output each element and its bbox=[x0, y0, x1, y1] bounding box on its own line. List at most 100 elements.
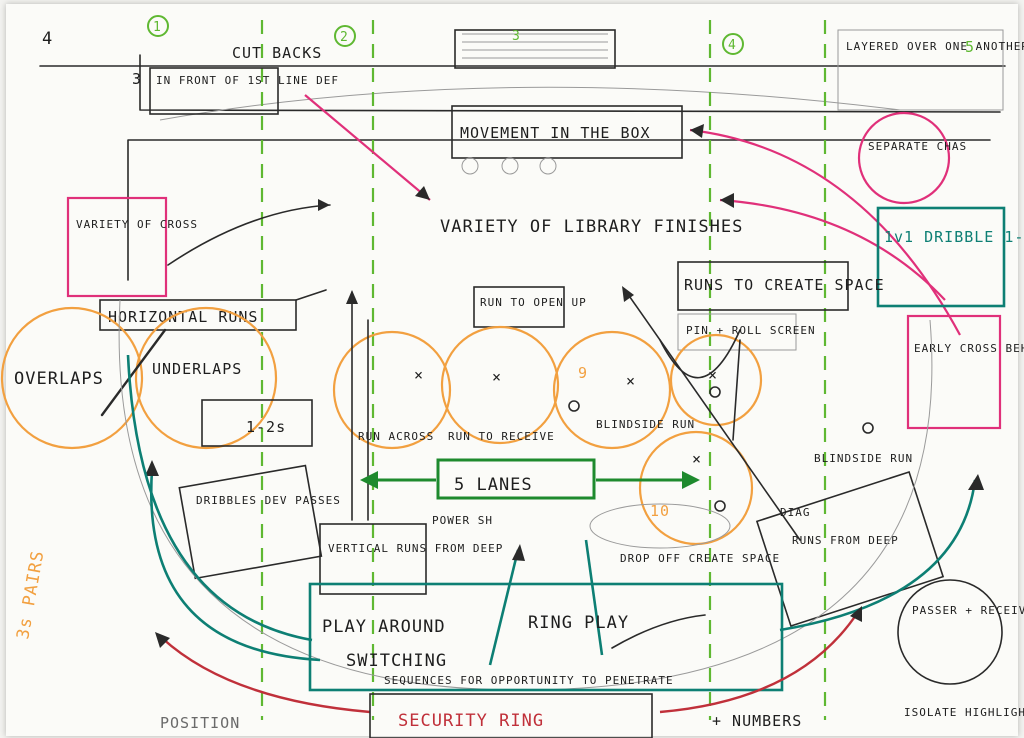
box-line bbox=[139, 54, 1001, 113]
drop-off-label: DROP OFF CREATE SPACE bbox=[620, 552, 780, 565]
cross-stroke bbox=[100, 328, 167, 417]
cut-backs-label: CUT BACKS bbox=[232, 44, 322, 62]
drop-off-scribble bbox=[589, 503, 731, 549]
security-ring-label: SECURITY RING bbox=[398, 711, 544, 731]
vertical-runs-label: VERTICAL RUNS FROM DEEP bbox=[328, 542, 503, 555]
one-twos-box bbox=[201, 399, 313, 447]
marker-4: 4 bbox=[42, 29, 53, 49]
power-sh-label: POWER SH bbox=[432, 514, 493, 527]
zone-number-4: 4 bbox=[728, 38, 737, 53]
security-ring-box bbox=[369, 693, 653, 738]
six-yard-line bbox=[127, 139, 991, 281]
pin-roll-label: PIN + ROLL SCREEN bbox=[686, 324, 816, 337]
marker-3: 3 bbox=[132, 70, 142, 88]
one-v-one-label: 1v1 DRIBBLE 1-2s ONWARD bbox=[884, 228, 1024, 246]
zone-marker-2 bbox=[334, 25, 356, 47]
horizontal-runs-box bbox=[99, 299, 297, 331]
diagonal-run-arrow bbox=[624, 289, 801, 541]
run-receive-label: RUN TO RECEIVE bbox=[448, 430, 555, 443]
movement-label: MOVEMENT IN THE BOX bbox=[460, 124, 651, 142]
zone-number-3: 3 bbox=[512, 29, 521, 44]
arrow-head bbox=[145, 460, 159, 476]
player-marker: × bbox=[626, 372, 636, 390]
passer-receiver-circle bbox=[897, 579, 1003, 685]
striker-circle bbox=[669, 333, 763, 427]
variety-finishes-label: VARIETY OF LIBRARY FINISHES bbox=[440, 217, 743, 237]
teal-arrow-up bbox=[488, 549, 520, 666]
arrow-head bbox=[512, 544, 525, 561]
blindside-circle-label: BLINDSIDE RUN bbox=[596, 418, 695, 431]
arrow-head bbox=[850, 606, 862, 622]
variety-cross-label: VARIETY OF CROSS bbox=[76, 218, 198, 231]
layered-box bbox=[837, 29, 1004, 111]
run-receive-circle bbox=[440, 325, 560, 445]
numbers-label: + NUMBERS bbox=[712, 712, 802, 730]
blindside-circle bbox=[552, 330, 672, 450]
ball-sketch bbox=[501, 157, 519, 175]
ball bbox=[862, 422, 874, 434]
threes-pairs-label: 3s PAIRS bbox=[13, 549, 48, 641]
arrow-head bbox=[360, 471, 378, 489]
dribbles-label: DRIBBLES DEV PASSES bbox=[196, 494, 341, 507]
diag-label: DIAG bbox=[780, 506, 811, 519]
runs-create-space-box bbox=[677, 261, 849, 311]
arrow-head bbox=[346, 290, 358, 304]
zone-marker-4 bbox=[722, 33, 744, 55]
run-across-label: RUN ACROSS bbox=[358, 430, 434, 443]
ball bbox=[568, 400, 580, 412]
player-marker: × bbox=[492, 368, 502, 386]
number-9: 9 bbox=[578, 364, 588, 382]
cross-arrow bbox=[167, 204, 331, 266]
curved-run-arrow bbox=[659, 329, 741, 379]
play-around-box bbox=[308, 582, 784, 692]
red-arrow-left bbox=[161, 637, 371, 714]
teal-arc-right bbox=[779, 479, 977, 632]
vertical-runs-box bbox=[319, 523, 427, 595]
number-10: 10 bbox=[650, 502, 670, 520]
pink-arrow-early-cross bbox=[689, 128, 961, 336]
zone-number-5: 5 bbox=[965, 38, 975, 56]
teal-arrow-up-2 bbox=[584, 539, 604, 656]
teal-arc-left bbox=[149, 469, 321, 662]
player-marker: × bbox=[708, 366, 718, 384]
one-twos-label: 1-2s bbox=[246, 418, 286, 436]
arrow-head bbox=[720, 193, 734, 208]
switching-label: SWITCHING bbox=[346, 651, 447, 671]
player-marker: × bbox=[692, 450, 702, 468]
passer-receiver-label: PASSER + RECEIVER 2v1 bbox=[912, 604, 1024, 617]
run-open-up-box bbox=[473, 286, 565, 328]
in-front-label: IN FRONT OF 1ST LINE DEF bbox=[156, 74, 339, 87]
dribbles-box bbox=[178, 464, 323, 580]
separate-chas-circle bbox=[857, 111, 951, 205]
ten-circle bbox=[638, 430, 754, 546]
early-cross-label: EARLY CROSS BEHIND DEF bbox=[914, 342, 1024, 355]
arc-sketch bbox=[159, 86, 901, 121]
ball bbox=[709, 386, 721, 398]
pink-arrow-1v1 bbox=[719, 198, 946, 301]
zone-marker-1 bbox=[147, 15, 169, 37]
one-v-one-box bbox=[876, 206, 1006, 308]
blindside-run-label: BLINDSIDE RUN bbox=[814, 452, 913, 465]
goal bbox=[454, 29, 616, 69]
overlaps-label: OVERLAPS bbox=[14, 369, 104, 389]
horizontal-runs-label: HORIZONTAL RUNS bbox=[108, 308, 258, 326]
zone-number-2: 2 bbox=[340, 30, 349, 45]
run-open-up-label: RUN TO OPEN UP bbox=[480, 296, 587, 309]
isolate-label: ISOLATE HIGHLIGHT ? bbox=[904, 706, 1024, 719]
ball-sketch bbox=[461, 157, 479, 175]
arrow-head bbox=[682, 471, 700, 489]
pink-arrow-finishes bbox=[304, 94, 431, 201]
run-across-circle bbox=[332, 330, 452, 450]
arrow-head bbox=[415, 186, 430, 200]
red-arrow-right bbox=[659, 611, 860, 714]
goal-net bbox=[462, 33, 608, 59]
ring-play-arrow bbox=[611, 614, 706, 649]
separate-chas-label: SEPARATE CHAS bbox=[868, 140, 967, 153]
arrow-head bbox=[155, 632, 170, 648]
player-marker: × bbox=[414, 366, 424, 384]
arrow-head bbox=[622, 286, 634, 302]
ball bbox=[714, 500, 726, 512]
runs-create-space-label: RUNS TO CREATE SPACE bbox=[684, 276, 885, 294]
